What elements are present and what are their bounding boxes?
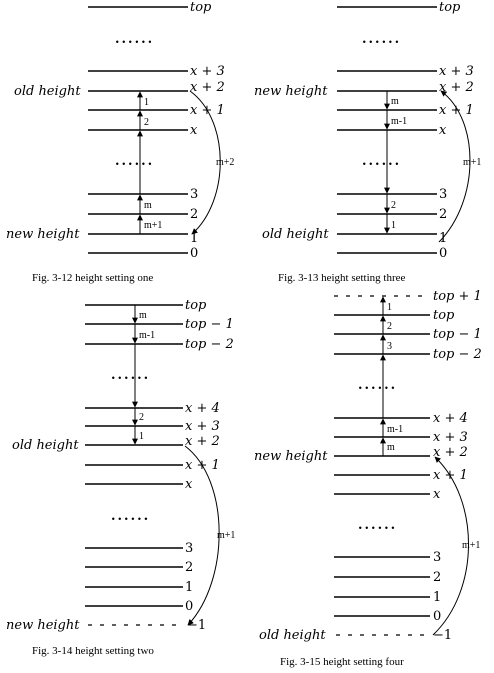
gap-dots: ...... (358, 518, 397, 533)
step-label: 3 (387, 341, 392, 352)
level-label-x: x (190, 123, 198, 138)
level-label-x: x (185, 477, 193, 492)
level-label-x-plus-3: x + 3 (433, 430, 468, 445)
level-label-1: 1 (185, 580, 193, 595)
level-label-0: 0 (439, 246, 447, 261)
level-label-3: 3 (439, 187, 447, 202)
level-label-x-plus-4: x + 4 (433, 411, 468, 426)
level-label-x-plus-1: x + 1 (439, 103, 474, 118)
level-label-x-plus-4: x + 4 (185, 401, 220, 416)
level-label-x: x (433, 487, 441, 502)
jump-curve (432, 456, 469, 636)
old-height-label: old height (262, 227, 329, 242)
level-label-top-plus-1: top + 1 (433, 289, 482, 304)
new-height-label: new height (6, 618, 80, 633)
level-label-top: top (439, 0, 461, 15)
step-label: 1 (387, 302, 392, 313)
level-label-minus-1: −1 (433, 628, 452, 643)
level-label-x-plus-3: x + 3 (190, 64, 225, 79)
figure-height-setting-three: top ...... x + 3 x + 2 x + 1 x ...... 3 … (254, 0, 481, 284)
level-label-2: 2 (190, 207, 198, 222)
level-label-x-plus-3: x + 3 (439, 64, 474, 79)
gap-dots: ...... (111, 368, 150, 383)
level-label-2: 2 (185, 560, 193, 575)
step-label: 2 (139, 412, 144, 423)
step-label: 2 (387, 321, 392, 332)
level-label-0: 0 (433, 609, 441, 624)
gap-dots: ...... (111, 509, 150, 524)
level-label-1: 1 (190, 231, 198, 246)
step-label: 1 (139, 431, 144, 442)
old-height-label: old height (259, 628, 326, 643)
level-label-0: 0 (185, 599, 193, 614)
gap-dots: ...... (115, 154, 154, 169)
gap-dots: ...... (115, 32, 154, 47)
level-label-minus-1: −1 (187, 618, 206, 633)
level-label-top: top (185, 298, 207, 313)
figure-caption: Fig. 3-13 height setting three (278, 272, 406, 284)
figure-caption: Fig. 3-15 height setting four (280, 656, 404, 668)
level-label-top: top (433, 308, 455, 323)
level-label-3: 3 (185, 541, 193, 556)
figure-height-setting-two: top top − 1 top − 2 ...... x + 4 x + 3 x… (6, 298, 235, 657)
level-label-top-minus-2: top − 2 (433, 347, 482, 362)
figure-caption: Fig. 3-12 height setting one (32, 272, 153, 284)
level-label-top: top (190, 0, 212, 15)
level-label-2: 2 (433, 570, 441, 585)
jump-curve (184, 445, 220, 626)
step-label: m (144, 200, 152, 211)
level-label-top-minus-1: top − 1 (433, 327, 482, 342)
figure-height-setting-one: top ...... x + 3 x + 2 x + 1 x ...... 3 … (6, 0, 234, 284)
level-label-top-minus-1: top − 1 (185, 317, 234, 332)
new-height-label: new height (254, 449, 328, 464)
gap-dots: ...... (362, 154, 401, 169)
step-label: m (391, 96, 399, 107)
level-label-1: 1 (439, 231, 447, 246)
level-label-3: 3 (190, 187, 198, 202)
curve-label: m+1 (462, 540, 480, 551)
level-label-x-plus-2: x + 2 (185, 434, 220, 449)
old-height-label: old height (12, 438, 79, 453)
step-label: m (387, 442, 395, 453)
level-label-x-plus-2: x + 2 (433, 445, 468, 460)
level-label-top-minus-2: top − 2 (185, 337, 234, 352)
level-label-x-plus-2: x + 2 (439, 80, 474, 95)
curve-label: m+1 (463, 157, 481, 168)
step-label: m (139, 310, 147, 321)
new-height-label: new height (6, 227, 80, 242)
gap-dots: ...... (358, 378, 397, 393)
step-label: m-1 (387, 424, 403, 435)
jump-curve (189, 90, 221, 235)
step-label: m-1 (139, 330, 155, 341)
jump-curve (438, 90, 471, 243)
curve-label: m+2 (216, 157, 234, 168)
level-label-0: 0 (190, 246, 198, 261)
level-label-3: 3 (433, 550, 441, 565)
step-label: 1 (391, 220, 396, 231)
level-label-1: 1 (433, 590, 441, 605)
figure-caption: Fig. 3-14 height setting two (32, 645, 154, 657)
level-label-x-plus-3: x + 3 (185, 419, 220, 434)
level-label-x: x (439, 123, 447, 138)
step-label: 1 (144, 97, 149, 108)
figure-height-setting-four: top + 1 top top − 1 top − 2 ...... x + 4… (254, 289, 482, 668)
new-height-label: new height (254, 84, 328, 99)
level-label-2: 2 (439, 207, 447, 222)
step-label: m+1 (144, 220, 162, 231)
old-height-label: old height (14, 84, 81, 99)
step-label: 2 (144, 117, 149, 128)
curve-label: m+1 (217, 530, 235, 541)
level-label-x-plus-2: x + 2 (190, 80, 225, 95)
step-label: m-1 (391, 116, 407, 127)
gap-dots: ...... (362, 32, 401, 47)
step-label: 2 (391, 200, 396, 211)
